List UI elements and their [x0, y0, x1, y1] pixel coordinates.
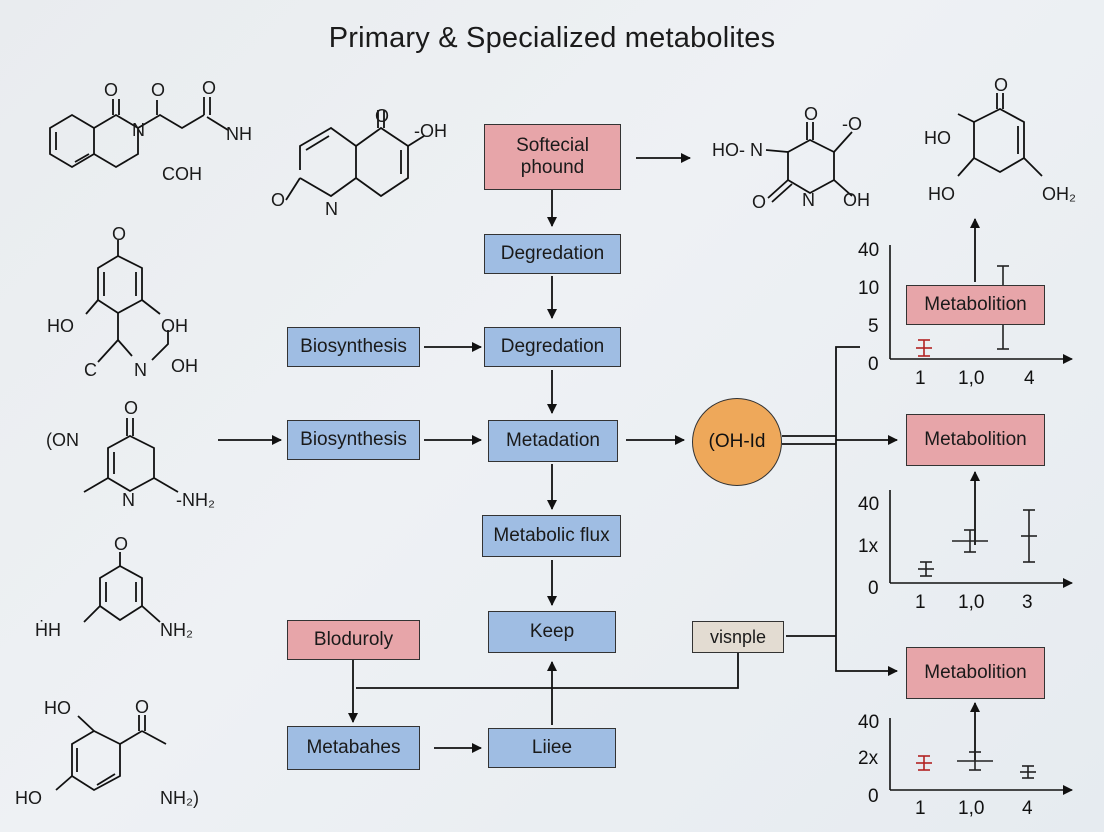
m2-label-n: N: [325, 199, 338, 219]
m6-label-nh2: NH₂): [160, 788, 199, 808]
m3-label-ho: HO: [47, 316, 74, 336]
chart1-error-bar: [916, 339, 932, 357]
m1-label-n: N: [132, 120, 145, 140]
degradation-box-1[interactable]: Degredation: [484, 234, 621, 274]
chart2-y-tick: 1x: [858, 536, 879, 557]
metabahes-box[interactable]: Metabahes: [287, 726, 420, 770]
chart3-x-tick: 1,0: [958, 798, 985, 819]
liiee-box[interactable]: Liiee: [488, 728, 616, 768]
m5-label-nh2: NH₂: [160, 620, 193, 640]
m1-label-nh: NH: [226, 124, 252, 144]
chart3-x-tick: 4: [1022, 798, 1033, 819]
degradation-box-2[interactable]: Degredation: [484, 327, 621, 367]
m3-label-o: O: [112, 224, 127, 244]
chart1-x-tick: 1,0: [958, 368, 985, 389]
metadation-box[interactable]: Metadation: [488, 420, 618, 462]
m8-label-ho1: HO: [924, 128, 951, 148]
chart2-y-tick: 40: [858, 494, 880, 515]
m2-ring-left: [299, 126, 357, 198]
chart2-y-tick: 0: [868, 578, 879, 599]
oh-circle-node[interactable]: (OH-Id: [692, 398, 782, 486]
chart3-error-bar: [916, 755, 932, 771]
metabolition-box-1[interactable]: Metabolition: [906, 285, 1045, 325]
m5-label-o: O: [114, 534, 129, 554]
chart3-y-tick: 2x: [858, 748, 879, 769]
m1-lactam-ring: [93, 113, 139, 169]
m1-label-o2: O: [151, 80, 166, 100]
chart3-error-bar: [1020, 765, 1036, 779]
chart1-y-tick: 5: [868, 316, 879, 337]
m2-label-o-left: O: [271, 190, 286, 210]
chart2-error-bar: [952, 529, 988, 553]
line-branch-to-metabolition: [835, 346, 898, 676]
m6-label-ho1: HO: [44, 698, 71, 718]
keep-box[interactable]: Keep: [488, 611, 616, 653]
m2-ring-right: [355, 126, 409, 198]
chart3-y-tick: 0: [868, 786, 879, 807]
chart2-error-bar: [1021, 509, 1037, 563]
diagram-title: Primary & Specialized metabolites: [328, 22, 776, 54]
m4-label-nh2: -NH₂: [176, 490, 215, 510]
m1-label-coh: COH: [162, 164, 202, 184]
biosynthesis-box-1[interactable]: Biosynthesis: [287, 327, 420, 367]
m3-label-n: N: [134, 360, 147, 380]
m8-label-o: O: [994, 75, 1009, 95]
m7-label-oh: OH: [843, 190, 870, 210]
chart2-x-tick: 1,0: [958, 592, 985, 613]
chart1-x-tick: 1: [915, 368, 926, 389]
m7-label-hon: HO- N: [712, 140, 763, 160]
m5-label-hh: ḢH: [35, 620, 61, 640]
m1-label-o3: O: [202, 78, 217, 98]
chart2-error-bar: [918, 561, 934, 577]
chart2-x-tick: 3: [1022, 592, 1033, 613]
m7-ring: [787, 138, 835, 195]
m6-label-o: O: [135, 697, 150, 717]
m4-label-o: O: [124, 398, 139, 418]
m8-label-oh2: OH₂: [1042, 184, 1076, 204]
m7-label-n: N: [802, 190, 815, 210]
m2-label-oh: -OH: [414, 121, 447, 141]
metabolic-flux-box[interactable]: Metabolic flux: [482, 515, 621, 557]
m3-label-oh1: OH: [161, 316, 188, 336]
metabolition-box-3[interactable]: Metabolition: [906, 647, 1045, 699]
visnple-box[interactable]: visnple: [692, 621, 784, 653]
chart3-error-bar: [957, 751, 993, 771]
m8-label-ho2: HO: [928, 184, 955, 204]
m7-label-o3: O: [752, 192, 767, 212]
m7-label-o1: O: [804, 104, 819, 124]
chart1-y-tick: 40: [858, 240, 880, 261]
m3-label-oh2: OH: [171, 356, 198, 376]
m6-label-ho2: HO: [15, 788, 42, 808]
m7-label-o2: -O: [842, 114, 862, 134]
m8-ring: [973, 107, 1025, 174]
biosynthesis-box-2[interactable]: Biosynthesis: [287, 420, 420, 460]
metabolition-box-2[interactable]: Metabolition: [906, 414, 1045, 466]
chart3-x-tick: 1: [915, 798, 926, 819]
m2-label-o: O: [375, 106, 390, 126]
m4-label-n: N: [122, 490, 135, 510]
chart3-y-tick: 40: [858, 712, 880, 733]
chart1-y-tick: 0: [868, 354, 879, 375]
chart1-x-tick: 4: [1024, 368, 1035, 389]
softecial-phound-box[interactable]: Softecial phound: [484, 124, 621, 190]
bloduroly-box[interactable]: Bloduroly: [287, 620, 420, 660]
line-visnple-to-keep: [356, 652, 739, 689]
m1-label-o1: O: [104, 80, 119, 100]
m6-ring: [71, 729, 121, 792]
m4-label-on: (ON: [46, 430, 79, 450]
chart1-y-tick: 10: [858, 278, 880, 299]
m3-label-c: C: [84, 360, 97, 380]
chart2-x-tick: 1: [915, 592, 926, 613]
